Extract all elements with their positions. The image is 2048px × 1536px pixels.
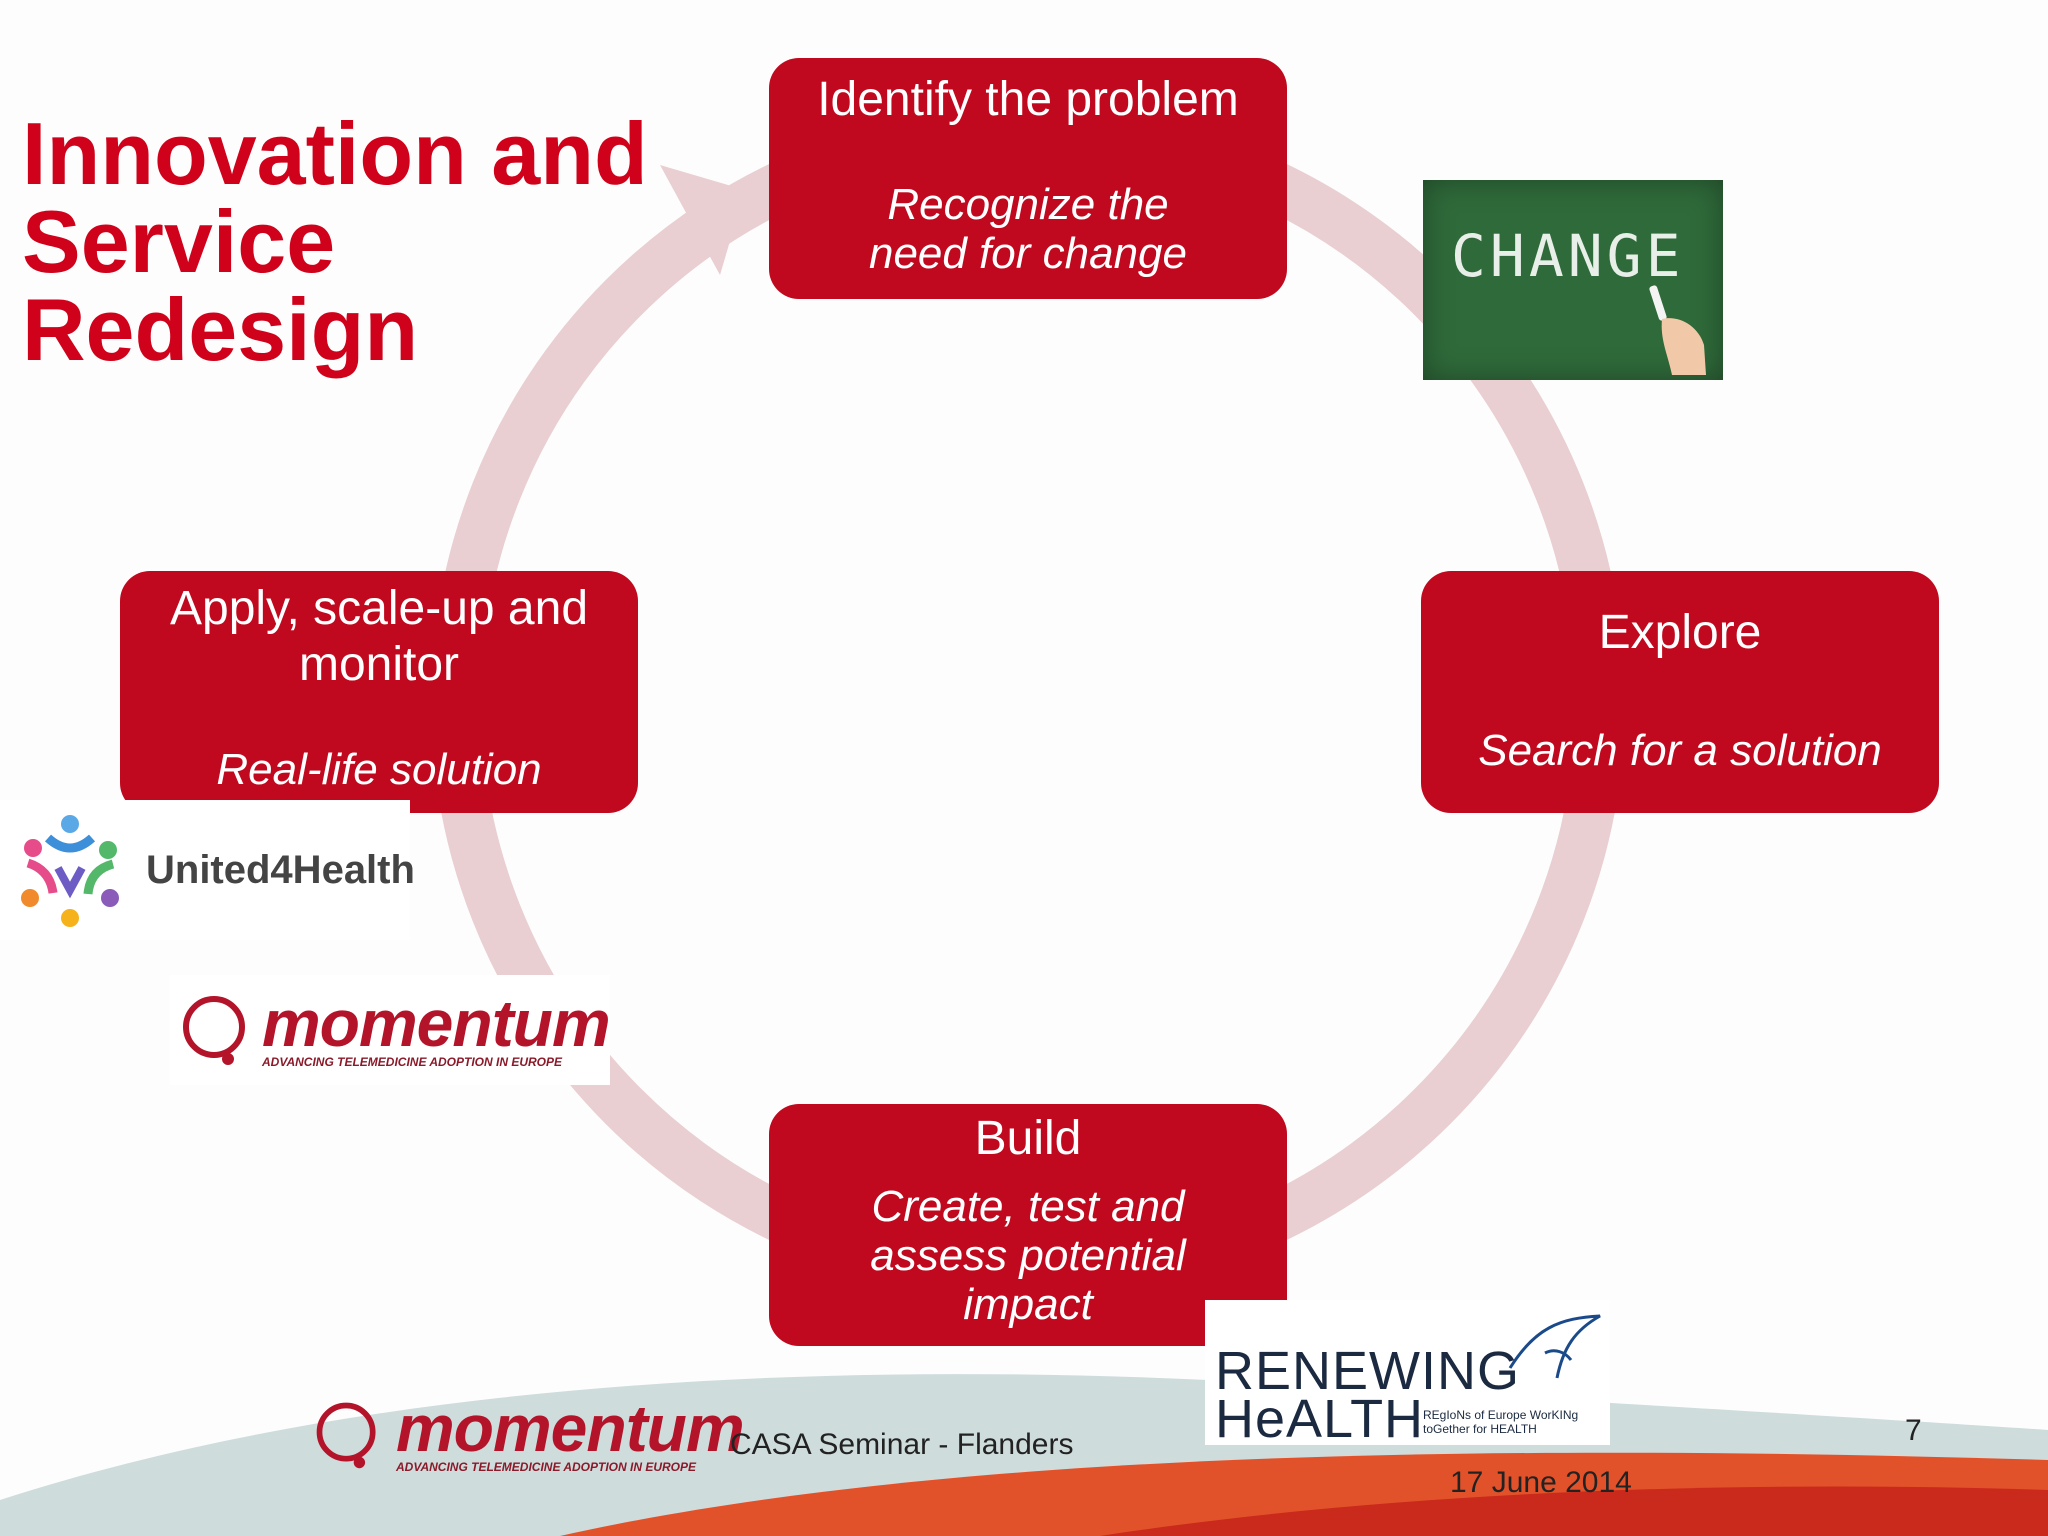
united4health-people-icon bbox=[21, 815, 119, 927]
renewing-line2: HeALTH bbox=[1215, 1389, 1425, 1449]
page-number: 7 bbox=[1905, 1414, 1922, 1447]
step-explore: Explore Search for a solution bbox=[1421, 571, 1939, 813]
step-heading: Identify the problem bbox=[817, 73, 1239, 126]
footer-date: 17 June 2014 bbox=[1450, 1466, 1632, 1499]
step-build: Build Create, test and assess potential … bbox=[769, 1104, 1287, 1346]
change-chalkboard-image: CHANGE bbox=[1423, 180, 1723, 380]
chalkboard-text: CHANGE bbox=[1451, 222, 1685, 290]
step-identify-problem: Identify the problem Recognize the need … bbox=[769, 58, 1287, 299]
momentum-text: momentum bbox=[396, 1391, 745, 1465]
step-subtext: Create, test and assess potential impact bbox=[870, 1182, 1186, 1329]
hand-icon bbox=[1649, 285, 1706, 375]
step-apply-scale-monitor: Apply, scale-up and monitor Real-life so… bbox=[120, 571, 638, 813]
momentum-swirl-icon bbox=[316, 1402, 376, 1469]
step-heading: Build bbox=[974, 1112, 1082, 1165]
momentum-swirl-icon bbox=[183, 996, 245, 1065]
momentum-footer-logo: momentum ADVANCING TELEMEDICINE ADOPTION… bbox=[310, 1390, 745, 1480]
renewing-tagline: REgIoNs of Europe WorKINg toGether for H… bbox=[1423, 1408, 1579, 1436]
united4health-logo: United4Health bbox=[0, 800, 415, 940]
step-heading: Apply, scale-up and monitor bbox=[169, 582, 589, 691]
footer-wave-red bbox=[1100, 1486, 2048, 1536]
momentum-text: momentum bbox=[262, 986, 611, 1060]
united4health-text: United4Health bbox=[146, 848, 415, 892]
cycle-arrowhead bbox=[660, 165, 745, 275]
step-subtext: Recognize the need for change bbox=[868, 180, 1188, 278]
bird-icon bbox=[1508, 1314, 1601, 1379]
momentum-tagline: ADVANCING TELEMEDICINE ADOPTION IN EUROP… bbox=[396, 1460, 697, 1474]
momentum-tagline: ADVANCING TELEMEDICINE ADOPTION IN EUROP… bbox=[262, 1055, 563, 1069]
slide-title: Innovation and Service Redesign bbox=[22, 104, 648, 379]
momentum-logo: momentum ADVANCING TELEMEDICINE ADOPTION… bbox=[170, 975, 611, 1085]
renewing-health-logo: RENEWING HeALTH REgIoNs of Europe WorKIN… bbox=[1205, 1300, 1610, 1449]
renewing-line1: RENEWING bbox=[1215, 1341, 1520, 1401]
step-heading: Explore bbox=[1598, 606, 1762, 659]
footer-seminar: CASA Seminar - Flanders bbox=[730, 1428, 1074, 1461]
step-subtext: Real-life solution bbox=[216, 745, 542, 794]
step-subtext: Search for a solution bbox=[1478, 726, 1882, 775]
